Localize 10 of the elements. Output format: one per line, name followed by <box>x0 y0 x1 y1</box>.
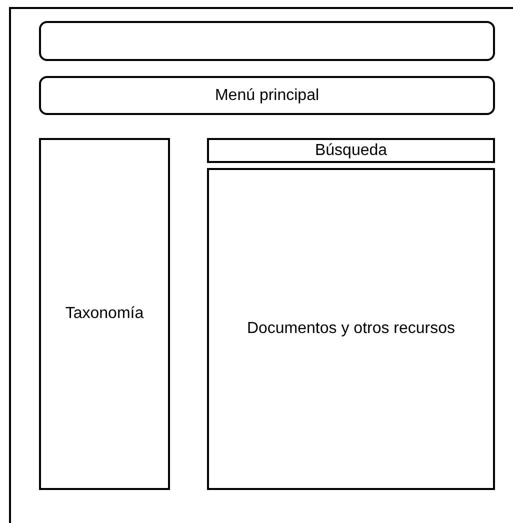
content-panel <box>207 168 495 490</box>
box-label: Búsqueda <box>314 140 388 160</box>
page-frame <box>9 7 513 523</box>
menu-bar <box>39 76 495 115</box>
search-bar <box>207 138 495 163</box>
box-label: Menú principal <box>214 86 320 106</box>
box-label: Documentos y otros recursos <box>246 319 456 339</box>
sidebar-panel <box>39 138 170 490</box>
box-label: Taxonomía <box>65 304 144 324</box>
header-bar <box>39 21 495 61</box>
